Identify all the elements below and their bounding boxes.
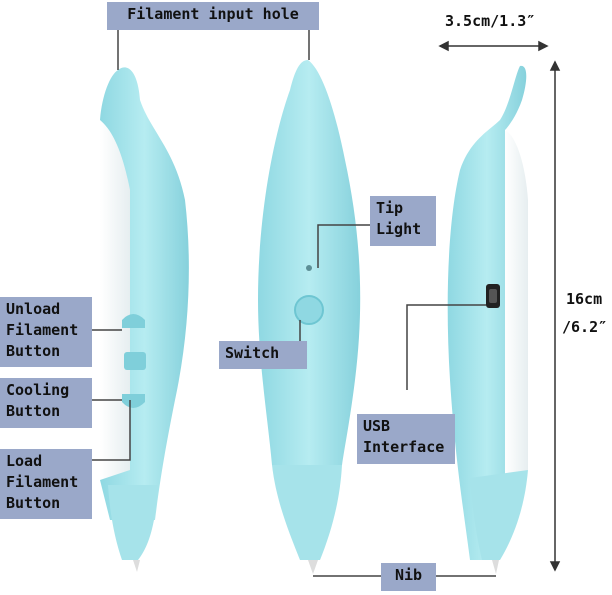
dimension-arrows — [438, 40, 561, 572]
load-button-icon[interactable] — [122, 394, 145, 408]
power-switch-icon[interactable] — [294, 295, 324, 325]
switch-label: Switch — [219, 341, 307, 369]
pen-left-side-view — [100, 67, 189, 572]
unload-filament-button-label: Unload Filament Button — [0, 297, 92, 367]
nib-icon — [308, 560, 318, 574]
filament-input-hole-label: Filament input hole — [107, 2, 319, 30]
unload-button-icon[interactable] — [122, 314, 145, 328]
load-filament-button-label: Load Filament Button — [0, 449, 92, 519]
nib-icon — [492, 560, 499, 574]
cooling-button-icon[interactable] — [124, 352, 146, 370]
width-dimension-label: 3.5cm/1.3″ — [445, 12, 536, 30]
tip-light-label: Tip Light — [370, 196, 436, 246]
height-cm-label: 16cm — [566, 290, 603, 308]
height-in-label: /6.2″ — [562, 318, 608, 336]
tip-light-icon — [306, 265, 312, 271]
nib-label: Nib — [381, 563, 436, 591]
pen-right-side-view — [447, 65, 528, 574]
pen-front-view — [258, 60, 361, 574]
nib-icon — [133, 560, 140, 572]
usb-interface-label: USB Interface — [357, 414, 455, 464]
cooling-button-label: Cooling Button — [0, 378, 92, 428]
